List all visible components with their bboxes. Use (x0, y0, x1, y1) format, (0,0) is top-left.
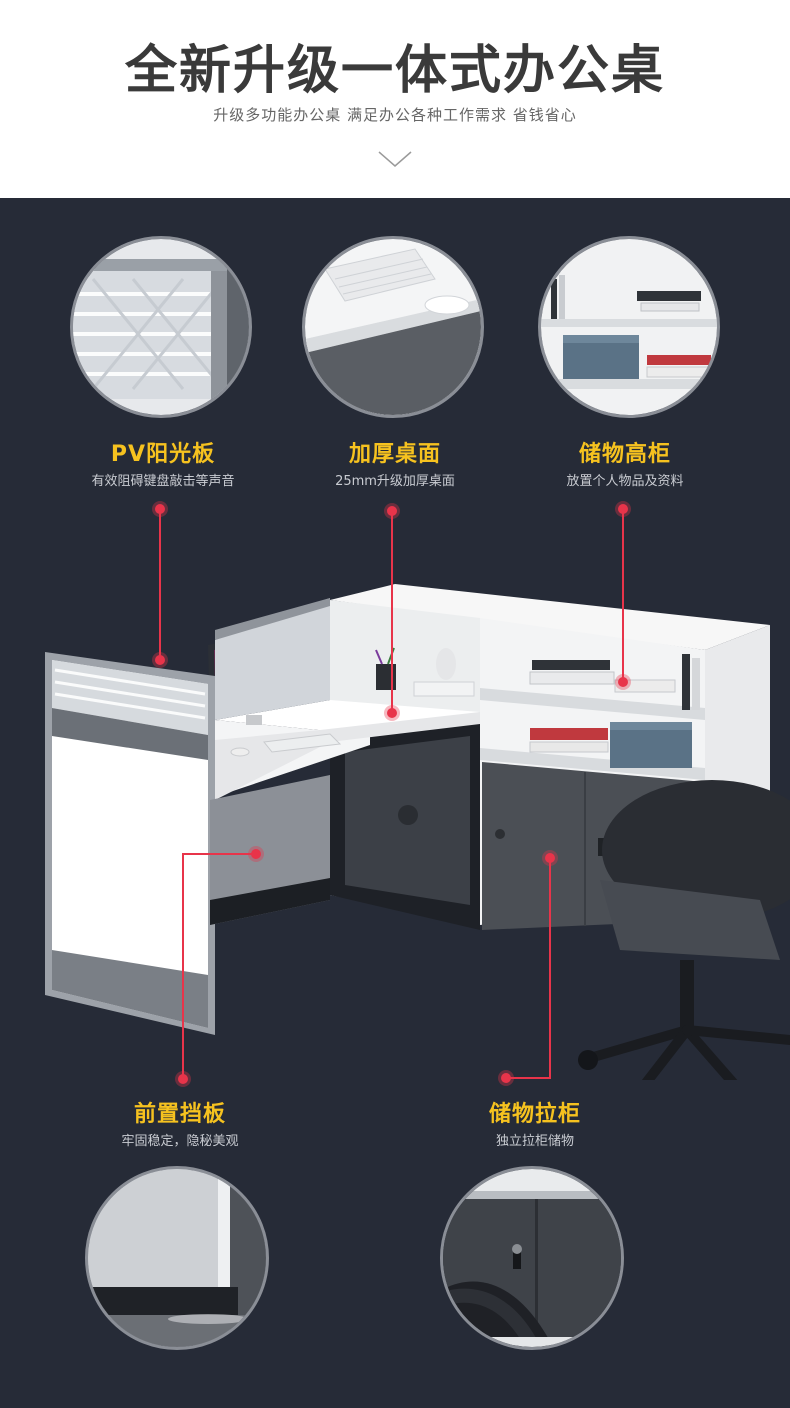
page-subtitle: 升级多功能办公桌 满足办公各种工作需求 省钱省心 (213, 106, 577, 124)
header: 全新升级一体式办公桌 升级多功能办公桌 满足办公各种工作需求 省钱省心 (0, 0, 790, 198)
front-baffle-connector-v (182, 853, 184, 1078)
front-baffle-closeup-image (85, 1166, 269, 1350)
chevron-down-icon (378, 151, 412, 167)
desktop-desc: 25mm升级加厚桌面 (335, 474, 455, 489)
tall-cabinet-marker (618, 677, 628, 687)
pv-panel-label: PV阳光板 (110, 442, 216, 467)
sliding-cabinet-desc: 独立拉柜储物 (495, 1134, 574, 1149)
front-baffle-connector-h (182, 853, 254, 855)
pv-panel-closeup-image (70, 236, 252, 418)
front-baffle-label: 前置挡板 (133, 1102, 226, 1127)
pv-panel-marker-top (155, 504, 165, 514)
tall-cabinet-desc: 放置个人物品及资料 (566, 474, 684, 489)
desktop-marker (387, 708, 397, 718)
desktop-closeup-image (302, 236, 484, 418)
tall-cabinet-label: 储物高柜 (578, 442, 671, 467)
desktop-marker-top (387, 506, 397, 516)
sliding-cabinet-closeup-image (440, 1166, 624, 1350)
feature-panel: PV阳光板 有效阻碍键盘敲击等声音 加厚桌面 25mm升级加厚桌面 储物高柜 放… (0, 198, 790, 1408)
sliding-cabinet-label: 储物拉柜 (488, 1102, 581, 1127)
page-title: 全新升级一体式办公桌 (124, 41, 665, 101)
desktop-connector (391, 512, 393, 710)
front-baffle-desc: 牢固稳定，隐秘美观 (121, 1134, 239, 1149)
sliding-cabinet-marker-bottom (501, 1073, 511, 1083)
tall-cabinet-closeup-image (538, 236, 720, 418)
sliding-cabinet-connector-h (508, 1077, 551, 1079)
sliding-cabinet-connector-v (549, 858, 551, 1078)
pv-panel-desc: 有效阻碍键盘敲击等声音 (91, 474, 235, 489)
pv-panel-connector (159, 510, 161, 660)
front-baffle-marker-bottom (178, 1074, 188, 1084)
front-baffle-marker (251, 849, 261, 859)
tall-cabinet-marker-top (618, 504, 628, 514)
desktop-label: 加厚桌面 (348, 442, 441, 467)
desk-product-illustration (45, 584, 790, 1080)
tall-cabinet-connector (622, 510, 624, 682)
pv-panel-marker (155, 655, 165, 665)
